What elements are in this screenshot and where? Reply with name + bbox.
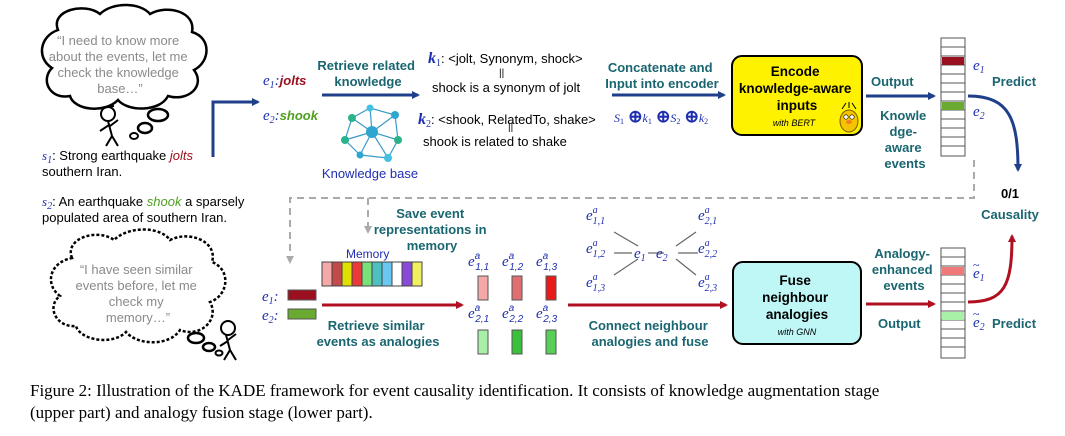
k1-separator: || — [499, 68, 504, 79]
vector-e2-cell — [942, 102, 964, 110]
knowledge-graph-icon — [341, 104, 402, 162]
knowledge-aware-vector — [940, 37, 966, 157]
analogy-e13-vector — [545, 275, 557, 301]
k2-sentence: shook is related to shake — [423, 134, 567, 149]
tilde-e1-label: e1 — [973, 266, 985, 284]
bert-mascot-icon — [839, 102, 859, 133]
save-event-label: Save event representations in memory — [374, 206, 490, 253]
arrow-s1-to-events — [211, 98, 260, 157]
vector-tilde-e1-cell — [942, 267, 964, 275]
encode-box-subtitle: with BERT — [773, 118, 817, 128]
analogy-e22-vector — [511, 329, 523, 355]
figure-caption: Figure 2: Illustration of the KADE frame… — [30, 380, 1040, 424]
mem-e1-label: e1: — [262, 289, 279, 307]
analogy-e23-vector — [545, 329, 557, 355]
analogy-e21-vector — [477, 329, 489, 355]
graph-e2: e2 — [656, 246, 668, 264]
analogy-enhanced-vector — [940, 247, 966, 359]
thinking-person-lower-icon — [219, 320, 237, 361]
mem-e1-vector — [287, 289, 317, 301]
fuse-box-subtitle: with GNN — [778, 327, 817, 337]
thought-lower-text: “I have seen similar events before, let … — [75, 262, 200, 325]
k1-triple: k1: <jolt, Synonym, shock> — [428, 50, 583, 69]
encode-box — [731, 55, 863, 136]
caption-line-1: Figure 2: Illustration of the KADE frame… — [30, 381, 880, 400]
out-e1-label: e1 — [973, 58, 985, 76]
vector-e1-cell — [942, 57, 964, 65]
event-e1-label: e1:jolts — [263, 73, 306, 91]
graph-e1: e1 — [634, 246, 646, 264]
mem-e2-vector — [287, 308, 317, 320]
k2-triple: k2: <shook, RelatedTo, shake> — [418, 111, 596, 130]
knowledge-aware-events-label: Knowle dge- aware events — [880, 108, 930, 171]
dashed-flow-connector — [286, 160, 975, 264]
predict-bottom-label: Predict — [992, 316, 1037, 331]
tilde-e2-label: e2 — [973, 315, 985, 333]
arrow-predict-bottom — [967, 234, 1016, 304]
connect-label: Connect neighbour analogies and fuse — [589, 318, 712, 349]
output-top-label: Output — [871, 74, 914, 89]
retrieve-related-label: Retrieve related knowledge — [317, 58, 418, 89]
out-e2-label: e2 — [973, 104, 985, 122]
k1-sentence: shock is a synonym of jolt — [432, 80, 581, 95]
sentence-s2: s2: An earthquake shook a sparsely — [42, 194, 245, 212]
analogy-e12-vector — [511, 275, 523, 301]
caption-line-2: (upper part) and analogy fusion stage (l… — [30, 403, 373, 422]
fuse-box — [732, 261, 862, 345]
analogy-e11-vector — [477, 275, 489, 301]
predict-top-label: Predict — [992, 74, 1037, 89]
concatenate-label: Concatenate and Input into encoder — [605, 60, 718, 91]
memory-label: Memory — [346, 247, 389, 261]
thinking-person-upper-icon — [99, 105, 119, 147]
arrow-predict-top — [967, 94, 1022, 172]
analogy-enhanced-label: Analogy- enhanced events — [872, 246, 936, 293]
thought-cloud-upper: “I need to know more about the events, l… — [40, 3, 208, 140]
memory-bank — [321, 261, 423, 287]
k2-separator: || — [508, 122, 513, 133]
sentence-s2-line2: populated area of southern Iran. — [42, 210, 227, 225]
event-e2-label: e2:shook — [263, 108, 319, 126]
sentence-s1: s1: Strong earthquake jolts — [42, 148, 193, 166]
knowledge-base-label: Knowledge base — [322, 166, 418, 181]
retrieve-similar-label: Retrieve similar events as analogies — [317, 318, 440, 349]
concat-formula: S1 ⊕k1 ⊕S2 ⊕k2 — [614, 107, 708, 126]
output-bottom-label: Output — [878, 316, 921, 331]
encode-box-title: Encode knowledge-aware inputs — [739, 64, 855, 113]
sentence-s1-line2: southern Iran. — [42, 164, 122, 179]
tilde-e1-mark: ~ — [973, 258, 980, 272]
mem-e2-label: e2: — [262, 308, 279, 326]
result-value: 0/1 — [1001, 186, 1019, 201]
tilde-e2-mark: ~ — [973, 307, 980, 321]
fuse-box-title: Fuse neighbour analogies — [762, 273, 832, 322]
vector-tilde-e2-cell — [942, 312, 964, 320]
thought-upper-text: “I need to know more about the events, l… — [49, 33, 191, 96]
thought-cloud-lower: “I have seen similar events before, let … — [49, 228, 227, 357]
result-causality: Causality — [981, 207, 1040, 222]
